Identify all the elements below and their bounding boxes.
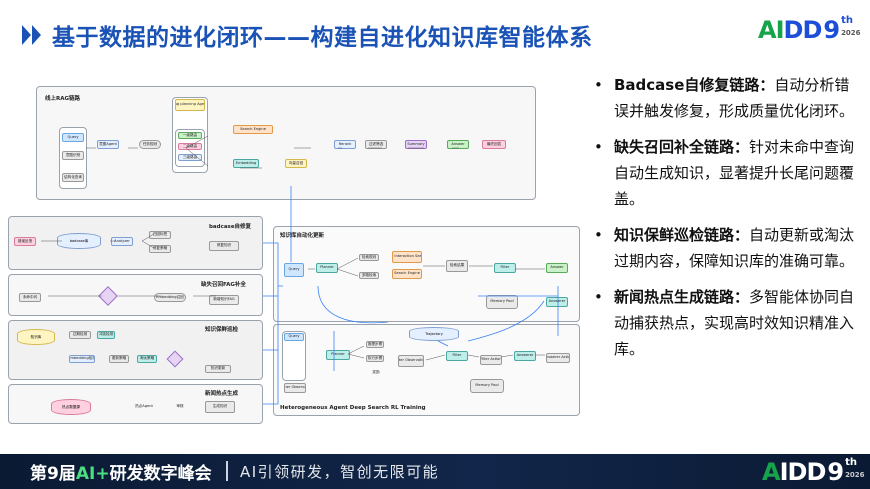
node: 未命中问 — [19, 293, 41, 302]
node: 淘汰策略 — [137, 355, 157, 363]
node: 知识更新 — [205, 365, 231, 373]
node: 向量召回 — [285, 159, 307, 168]
node: 任务规划 — [139, 140, 161, 149]
node: Answerer — [546, 297, 568, 307]
node: 错误反馈 — [14, 237, 36, 246]
page-title: 基于数据的进化闭环——构建自进化知识库智能体系 — [52, 25, 593, 51]
node: 过期检测 — [69, 331, 91, 339]
node: 归因标签 — [149, 231, 171, 239]
node: 热点Agent — [135, 404, 153, 409]
panel-title: 知识保鲜巡检 — [205, 327, 239, 333]
node: badcase库 — [57, 233, 101, 249]
panel-title: 线上RAG链路 — [45, 96, 81, 102]
node: 检索规划 — [359, 254, 379, 261]
node: 执行步骤 — [366, 355, 384, 362]
node: Answerer Action — [546, 353, 570, 363]
double-arrow-icon — [22, 25, 41, 45]
node: Embedding检测 — [69, 355, 95, 363]
node: 奖励 — [372, 369, 380, 374]
node: 生成知识 — [205, 401, 235, 413]
panel-title: 知识库自动化更新 — [280, 233, 325, 239]
node: Trajectory — [409, 327, 459, 341]
node: 结构化查询 — [62, 173, 84, 182]
panel-title: 缺失召回FAG补全 — [201, 282, 246, 288]
node: Answer — [447, 140, 469, 149]
online-rag-panel: 线上RAG链路 Query 意图识别 结构化查询 意图Agent 任务规划 Ra… — [36, 86, 536, 200]
node: Query — [284, 263, 304, 277]
node: Planner — [316, 263, 338, 273]
panel-title: Heterogeneous Agent Deep Search RL Train… — [280, 405, 426, 411]
node: Planner Observation — [284, 383, 306, 393]
node: 修复策略 — [149, 245, 171, 253]
node: 更新策略 — [109, 355, 129, 363]
node: Answer — [546, 263, 568, 273]
node: 审核 — [176, 404, 184, 409]
node: 推理步骤 — [366, 341, 384, 348]
node: 多路检索 — [359, 272, 379, 279]
node: Filter — [494, 263, 516, 273]
bullet-list: •Badcase自修复链路：自动分析错误并触发修复，形成质量优化闭环。 •缺失召… — [588, 72, 863, 372]
node: Filter Action — [480, 355, 502, 365]
node: Planner — [326, 350, 350, 360]
node: Summary — [405, 140, 427, 149]
hot-news-panel: 新闻热点生成 热点数据源 热点Agent 审核 生成知识 — [8, 384, 263, 424]
node: Search Engine — [233, 125, 273, 134]
event-name: 第9届AI+研发数字峰会 — [30, 464, 212, 484]
diagram-connectors — [41, 135, 559, 405]
architecture-diagram: 线上RAG链路 Query 意图识别 结构化查询 意图Agent 任务规划 Ra… — [8, 86, 583, 424]
panel-title: 新闻热点生成 — [205, 391, 239, 397]
bullet-item: •知识保鲜巡检链路：自动更新或淘汰过期内容，保障知识库的准确可靠。 — [594, 226, 855, 270]
badcase-panel: badcase自修复 错误反馈 badcase库 Analyzer 归因标签 修… — [8, 216, 263, 270]
divider — [226, 461, 228, 481]
node: 最终回答 — [482, 140, 506, 149]
node: Filter — [446, 351, 468, 361]
panel-title: badcase自修复 — [209, 224, 252, 230]
node: Query — [62, 133, 84, 142]
node: Rag planning Agent — [175, 99, 205, 111]
node: 一级路由 — [178, 132, 202, 139]
node: Answerer — [514, 351, 536, 361]
node: 知识库 — [17, 329, 55, 345]
node: 意图识别 — [62, 151, 84, 160]
bullet-item: •缺失召回补全链路：针对未命中查询自动生成知识，显著提升长尾问题覆盖。 — [594, 138, 855, 208]
node: Rerank — [334, 140, 356, 149]
node: 过滤筛选 — [365, 140, 387, 149]
node: Query — [284, 333, 304, 341]
fag-panel: 缺失召回FAG补全 未命中问 Embedding召回 新增知识FAG — [8, 274, 263, 316]
freshness-panel: 知识保鲜巡检 知识库 过期检测 冲突检测 Embedding检测 更新策略 淘汰… — [8, 320, 263, 380]
event-slogan: AI引领研发，智创无限可能 — [240, 463, 440, 481]
node: Search Engine — [392, 269, 422, 279]
node: Embedding — [233, 159, 259, 168]
node: Filter Observation — [398, 355, 424, 367]
node: Embedding召回 — [154, 293, 186, 302]
node: 意图Agent — [97, 140, 119, 149]
bullet-item: •新闻热点生成链路：多智能体协同自动捕获热点，实现高时效知识精准入库。 — [594, 288, 855, 358]
node: Memory Pool — [486, 295, 518, 309]
node: 修复知识 — [209, 241, 239, 251]
bullet-item: •Badcase自修复链路：自动分析错误并触发修复，形成质量优化闭环。 — [594, 76, 855, 120]
node: Env Interaction Search — [392, 251, 422, 263]
node: 热点数据源 — [51, 399, 91, 415]
node: 新增知识FAG — [209, 295, 239, 305]
node: Analyzer — [111, 237, 133, 246]
node: Memory Pool — [470, 379, 504, 393]
node: 三级路由 — [178, 154, 202, 161]
node: 冲突检测 — [97, 331, 115, 339]
rl-training-panel: Heterogeneous Agent Deep Search RL Train… — [273, 324, 580, 416]
node: 检索结果 — [446, 260, 468, 272]
